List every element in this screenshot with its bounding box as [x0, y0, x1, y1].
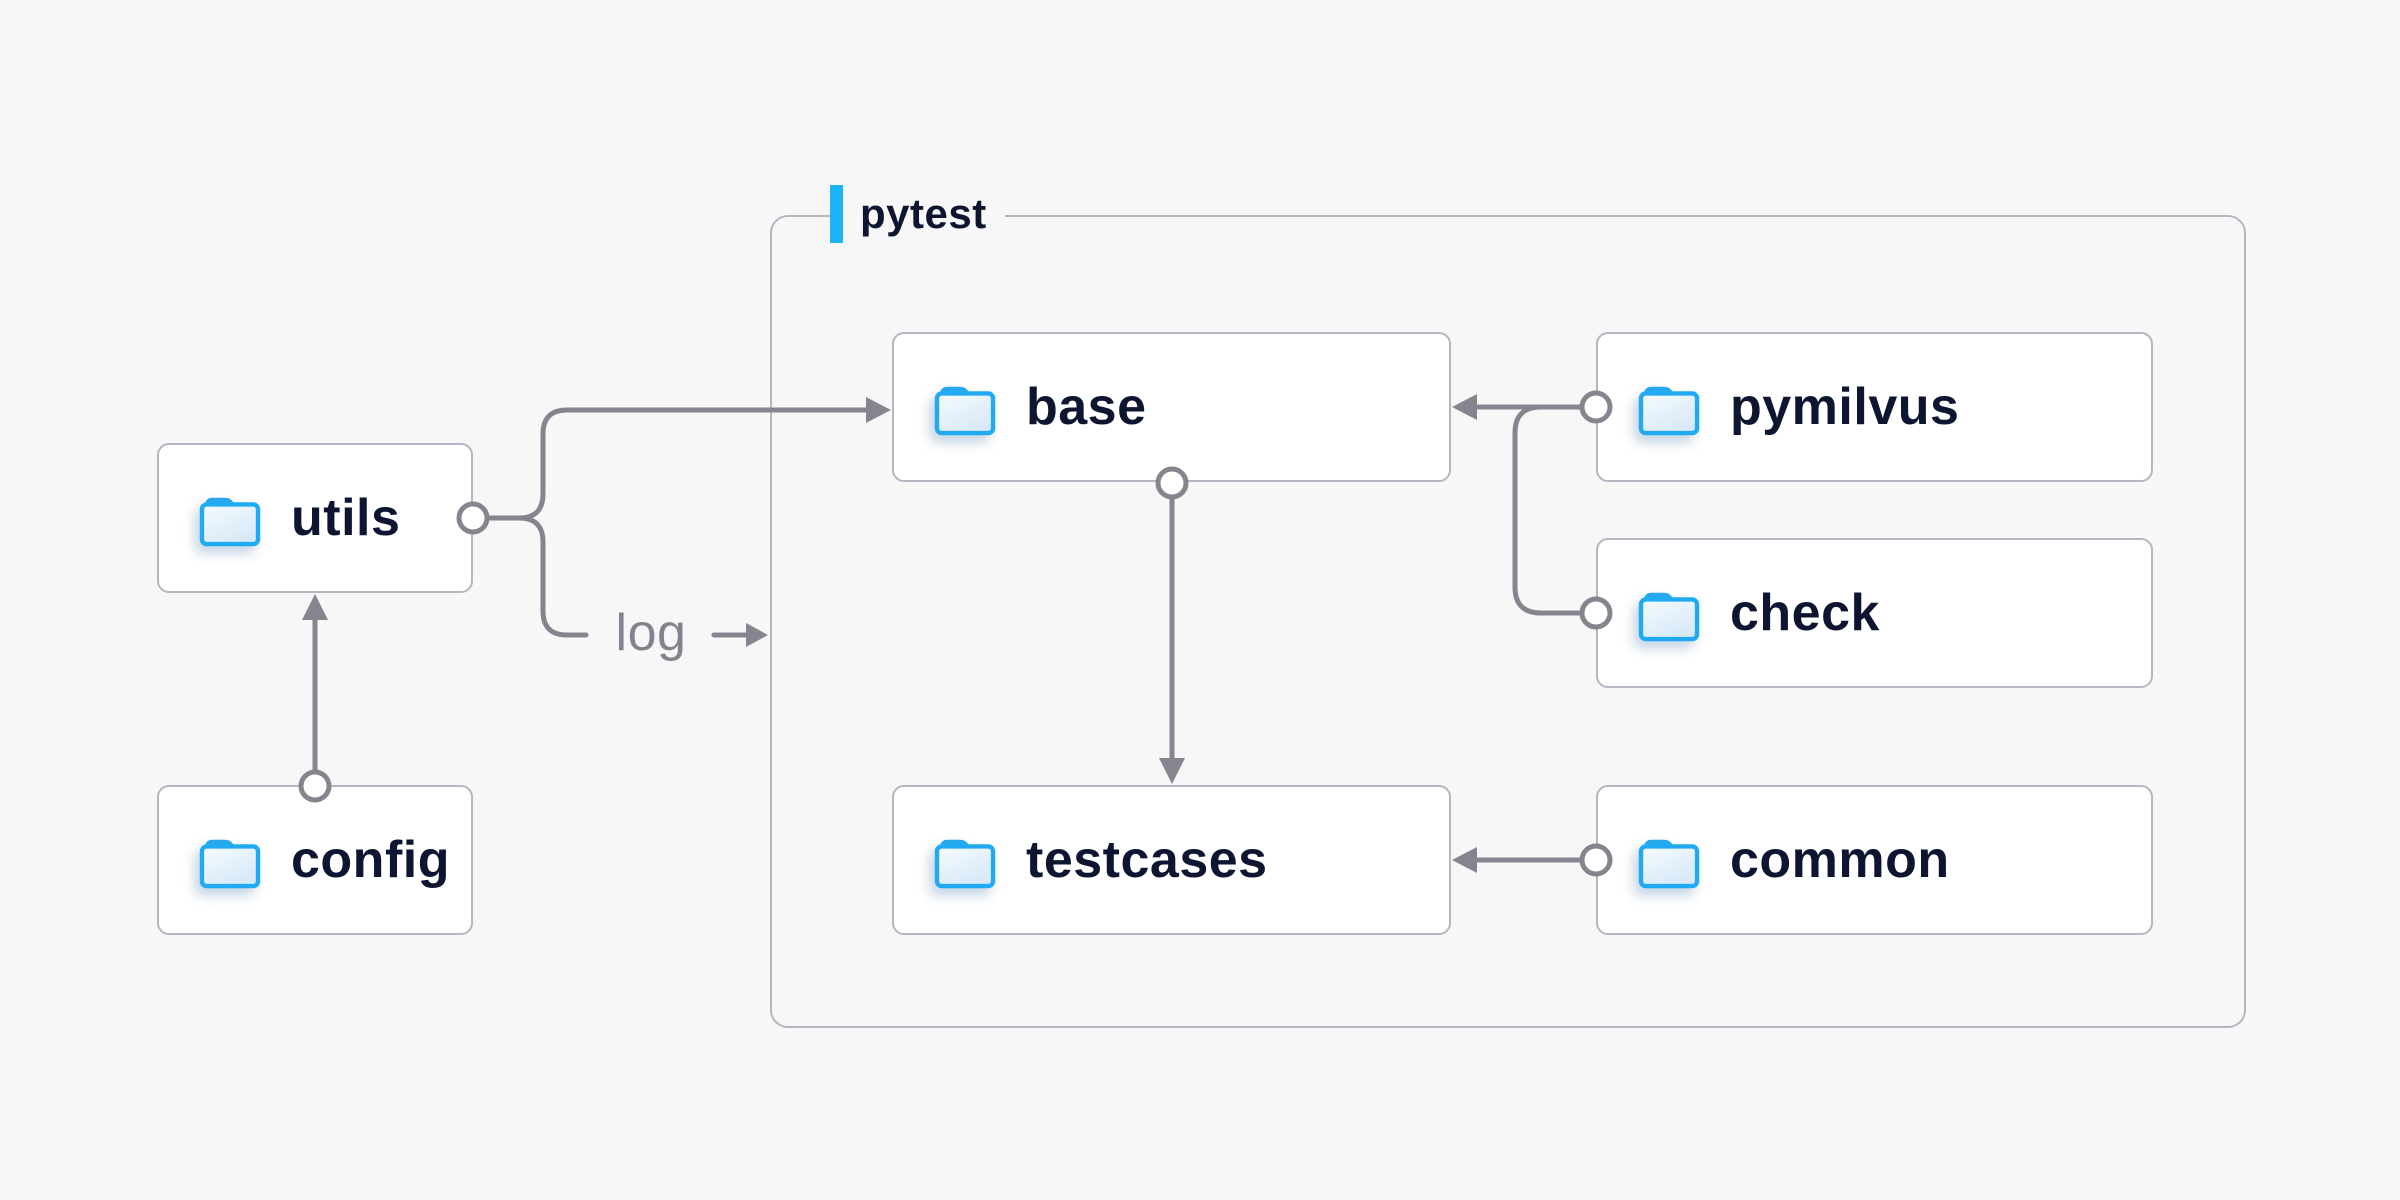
edge-label-log: log	[615, 604, 687, 662]
pytest-group-label: pytest	[830, 185, 1005, 243]
node-common: common	[1596, 785, 2153, 935]
node-label: pymilvus	[1730, 378, 1960, 436]
node-label: base	[1026, 378, 1147, 436]
node-label: testcases	[1026, 831, 1268, 889]
accent-bar	[830, 185, 843, 243]
folder-icon	[1638, 592, 1700, 642]
node-pymilvus: pymilvus	[1596, 332, 2153, 482]
node-check: check	[1596, 538, 2153, 688]
node-config: config	[157, 785, 473, 935]
folder-icon	[199, 839, 261, 889]
node-label: check	[1730, 584, 1880, 642]
node-label: common	[1730, 831, 1950, 889]
node-label: utils	[291, 489, 401, 547]
arrowhead-up-into-utils	[302, 594, 328, 620]
folder-icon	[934, 386, 996, 436]
folder-icon	[199, 497, 261, 547]
folder-icon	[1638, 386, 1700, 436]
folder-icon	[934, 839, 996, 889]
pytest-group-box	[770, 215, 2246, 1028]
node-label: config	[291, 831, 450, 889]
pytest-group-title: pytest	[860, 190, 987, 237]
edge-utils-log	[516, 515, 589, 638]
node-utils: utils	[157, 443, 473, 593]
node-base: base	[892, 332, 1451, 482]
node-testcases: testcases	[892, 785, 1451, 935]
arrowhead-right-log	[746, 623, 768, 647]
folder-icon	[1638, 839, 1700, 889]
